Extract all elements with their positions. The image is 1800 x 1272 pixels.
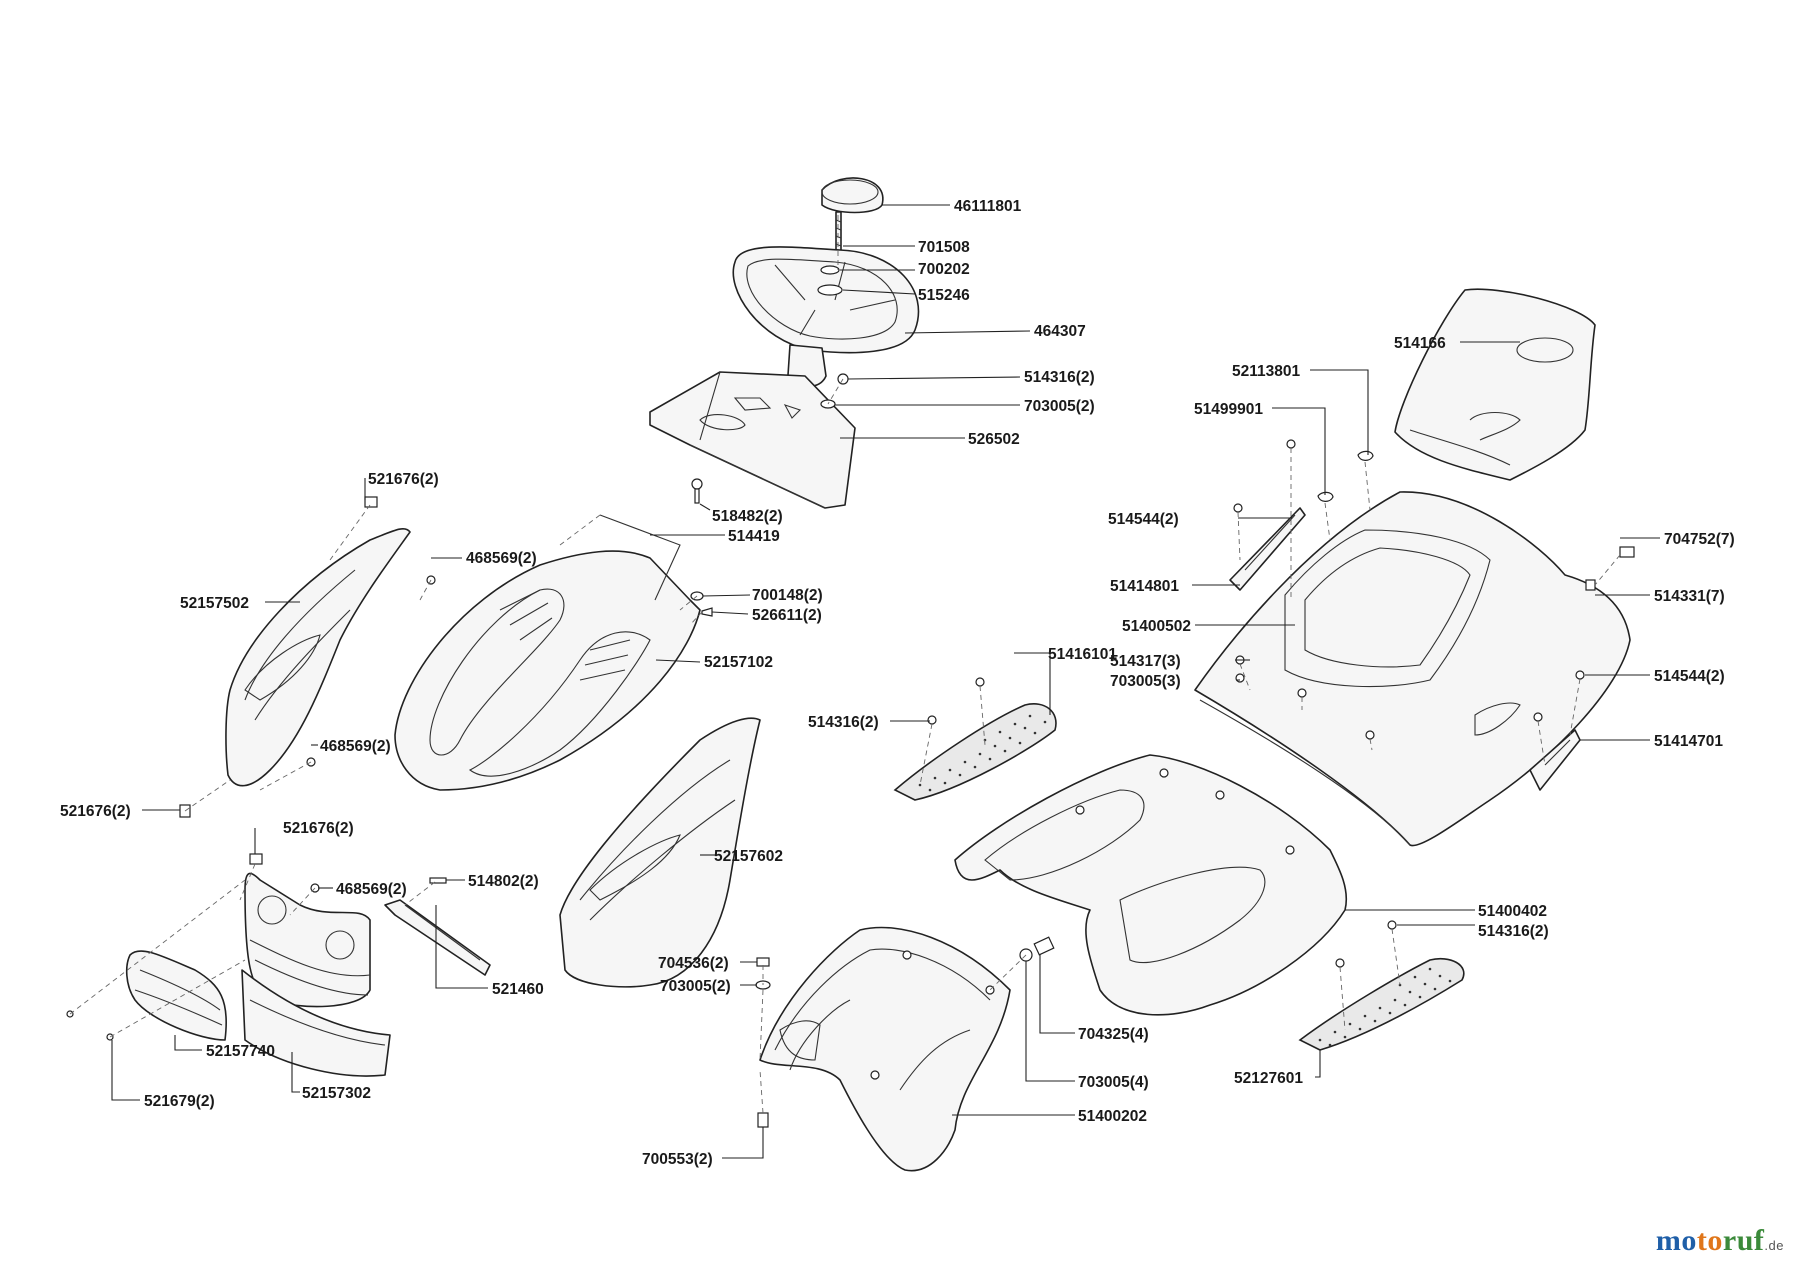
screw-514544-a xyxy=(1233,503,1243,513)
label-526611: 526611(2) xyxy=(752,607,822,624)
headlight-lens-part xyxy=(125,950,227,1041)
bolt-704752 xyxy=(1619,546,1635,558)
steering-wheel-part xyxy=(732,246,920,388)
label-514419: 514419 xyxy=(728,528,780,545)
motoruf-logo: motoruf.de xyxy=(1656,1224,1784,1258)
label-51414701: 51414701 xyxy=(1654,733,1723,750)
assembly-guide-lines xyxy=(69,215,1621,1114)
hood-top-cover-514419 xyxy=(559,514,681,601)
screw-514802 xyxy=(429,877,447,884)
screw-514544-b xyxy=(1575,670,1585,680)
steering-cap-part xyxy=(821,177,884,214)
rear-body-part xyxy=(1194,491,1631,847)
label-701508: 701508 xyxy=(918,239,970,256)
label-521676-a: 521676(2) xyxy=(368,471,439,488)
label-514317: 514317(3) xyxy=(1110,653,1181,670)
label-514331: 514331(7) xyxy=(1654,588,1725,605)
label-51416101: 51416101 xyxy=(1048,646,1117,663)
label-703005-top: 703005(2) xyxy=(1024,398,1095,415)
screw-51416101 xyxy=(975,677,985,687)
label-515246: 515246 xyxy=(918,287,970,304)
seat-clip-52113801 xyxy=(1357,450,1374,461)
label-521676-c: 521676(2) xyxy=(283,820,354,837)
label-468569-b: 468569(2) xyxy=(320,738,391,755)
hinge-bracket-51414801 xyxy=(1229,507,1306,591)
clip-521676-a xyxy=(364,496,378,508)
screw-514316-right xyxy=(1387,920,1397,930)
label-521676-b: 521676(2) xyxy=(60,803,131,820)
front-cowl-part xyxy=(759,926,1011,1172)
label-521679: 521679(2) xyxy=(144,1093,215,1110)
bolt-704325-washer-703005 xyxy=(1019,936,1055,962)
label-518482: 518482(2) xyxy=(712,508,783,525)
side-panel-left-lower xyxy=(559,717,761,988)
label-51400202: 51400202 xyxy=(1078,1108,1147,1125)
label-700202: 700202 xyxy=(918,261,970,278)
seat-pad-51499901 xyxy=(1317,491,1334,502)
label-700553: 700553(2) xyxy=(642,1151,713,1168)
label-704325: 704325(4) xyxy=(1078,1026,1149,1043)
screw-52127601 xyxy=(1335,958,1345,968)
label-51499901: 51499901 xyxy=(1194,401,1263,418)
label-468569-c: 468569(2) xyxy=(336,881,407,898)
label-700148: 700148(2) xyxy=(752,587,823,604)
screw-518482 xyxy=(691,478,703,504)
logo-part-1: mo xyxy=(1655,1224,1697,1257)
label-526502: 526502 xyxy=(968,431,1020,448)
screw-514544-a-top xyxy=(1286,439,1296,449)
nut-514331 xyxy=(1585,579,1596,591)
bracket-521460 xyxy=(384,899,491,976)
rivet-526611 xyxy=(701,607,713,617)
label-703005-3: 703005(3) xyxy=(1110,673,1181,690)
front-bumper-part xyxy=(241,969,391,1077)
label-52127601: 52127601 xyxy=(1234,1070,1303,1087)
label-46111801: 46111801 xyxy=(954,198,1022,215)
dash-panel-part xyxy=(649,371,856,509)
label-52157302: 52157302 xyxy=(302,1085,371,1102)
label-514802: 514802(2) xyxy=(468,873,539,890)
screw-514316-left xyxy=(927,715,937,725)
label-52157502: 52157502 xyxy=(180,595,249,612)
label-468569-a: 468569(2) xyxy=(466,550,537,567)
label-704752: 704752(7) xyxy=(1664,531,1735,548)
logo-part-2: to xyxy=(1696,1224,1723,1257)
label-51400502: 51400502 xyxy=(1122,618,1191,635)
seat-part xyxy=(1394,288,1596,481)
part-labels: 46111801 701508 700202 515246 464307 514… xyxy=(60,198,1735,1168)
logo-part-3: ruf xyxy=(1722,1224,1765,1257)
label-514544-a: 514544(2) xyxy=(1108,511,1179,528)
rear-fender-part xyxy=(954,754,1348,1016)
label-703005-4: 703005(4) xyxy=(1078,1074,1149,1091)
hood-top-part xyxy=(394,550,701,791)
label-51400402: 51400402 xyxy=(1478,903,1547,920)
clip-521676-c xyxy=(249,853,263,865)
label-704536: 704536(2) xyxy=(658,955,729,972)
label-514316-right: 514316(2) xyxy=(1478,923,1549,940)
bolt-700553 xyxy=(757,1112,769,1128)
label-521460: 521460 xyxy=(492,981,544,998)
label-514316-left: 514316(2) xyxy=(808,714,879,731)
screw-514544-b-lower xyxy=(1533,712,1543,722)
label-514166: 514166 xyxy=(1394,335,1446,352)
side-panel-left-upper xyxy=(225,528,411,787)
label-514544-b: 514544(2) xyxy=(1654,668,1725,685)
label-514316-top: 514316(2) xyxy=(1024,369,1095,386)
label-51414801: 51414801 xyxy=(1110,578,1179,595)
label-52157602: 52157602 xyxy=(714,848,783,865)
label-52157740: 52157740 xyxy=(206,1043,275,1060)
label-464307: 464307 xyxy=(1034,323,1086,340)
footplate-right-part xyxy=(1298,958,1465,1051)
label-52157102: 52157102 xyxy=(704,654,773,671)
footplate-left-part xyxy=(893,703,1057,801)
label-52113801: 52113801 xyxy=(1232,363,1300,380)
logo-tld: .de xyxy=(1764,1238,1784,1253)
label-703005-mid: 703005(2) xyxy=(660,978,731,995)
leader-lines xyxy=(111,204,1660,1159)
